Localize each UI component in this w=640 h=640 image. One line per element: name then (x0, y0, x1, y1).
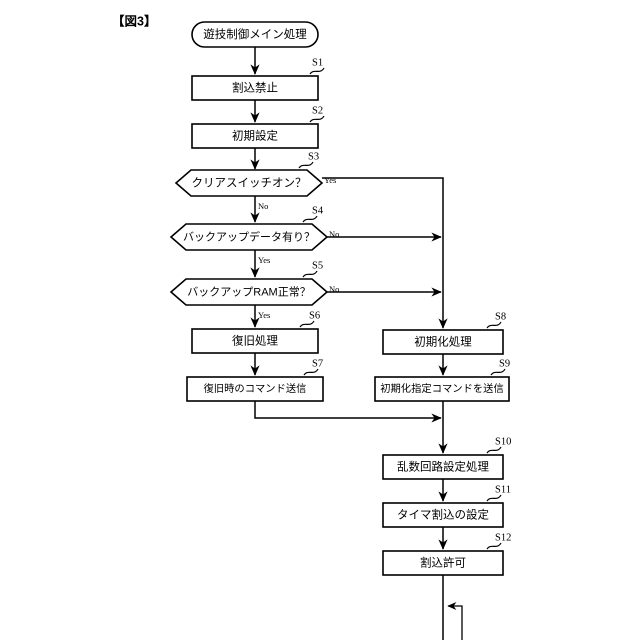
branch-label-s3-yes: Yes (324, 175, 336, 185)
branch-label-s4-yes: Yes (258, 255, 270, 265)
node-s7: 復旧時のコマンド送信 S7 (186, 358, 324, 402)
step-label-s6: S6 (309, 310, 320, 321)
node-s12-label: 割込許可 (420, 556, 466, 570)
node-s7-label: 復旧時のコマンド送信 (204, 382, 307, 395)
step-label-s12: S12 (495, 532, 511, 543)
edge-loop-back (447, 601, 463, 640)
step-label-s3: S3 (308, 151, 319, 162)
node-s9: 初期化指定コマンドを送信 S9 (374, 358, 510, 402)
node-s3-label: クリアスイッチオン？ (192, 177, 307, 190)
branch-label-s5-yes: Yes (258, 310, 270, 320)
node-s11: タイマ割込の設定 S11 (382, 484, 511, 528)
node-s1: 割込禁止 S1 (191, 57, 325, 101)
node-s2: 初期設定 S2 (191, 105, 325, 149)
branch-label-s3-no: No (258, 201, 268, 211)
step-label-s11: S11 (495, 484, 511, 495)
node-s5: バックアップRAM正常？ S5 No Yes (169, 260, 339, 320)
step-label-s8: S8 (495, 311, 506, 322)
node-s8: 初期化処理 S8 (382, 311, 506, 355)
node-s1-label: 割込禁止 (232, 81, 278, 95)
step-label-s4: S4 (312, 205, 324, 216)
step-label-s9: S9 (499, 358, 510, 369)
branch-label-s4-no: No (329, 229, 339, 239)
node-s12: 割込許可 S12 (382, 532, 511, 576)
node-s11-label: タイマ割込の設定 (397, 508, 489, 522)
branch-label-s5-no: No (329, 284, 339, 294)
step-label-s2: S2 (312, 105, 323, 116)
node-s8-label: 初期化処理 (414, 335, 472, 349)
node-s4-label: バックアップデータ有り？ (183, 229, 315, 243)
node-s9-label: 初期化指定コマンドを送信 (380, 382, 504, 395)
node-start: 遊技制御メイン処理 (191, 21, 319, 48)
node-s4: バックアップデータ有り？ S4 No Yes (169, 205, 339, 265)
edge-s7-to-trunk (254, 401, 442, 423)
step-label-s1: S1 (312, 57, 323, 68)
node-s6: 復旧処理 S6 (191, 310, 320, 354)
step-label-s5: S5 (312, 260, 323, 271)
node-s10-label: 乱数回路設定処理 (397, 460, 489, 474)
node-s10: 乱数回路設定処理 S10 (382, 436, 511, 480)
step-label-s10: S10 (495, 436, 511, 447)
node-start-label: 遊技制御メイン処理 (203, 27, 307, 41)
node-s6-label: 復旧処理 (232, 334, 278, 348)
step-label-s7: S7 (312, 358, 323, 369)
node-s3: クリアスイッチオン？ S3 Yes No (174, 151, 336, 211)
edge-s3-yes-to-s8 (322, 177, 448, 329)
node-s5-label: バックアップRAM正常？ (187, 285, 310, 298)
figure-caption: 【図3】 (112, 13, 156, 28)
node-s2-label: 初期設定 (232, 129, 278, 143)
